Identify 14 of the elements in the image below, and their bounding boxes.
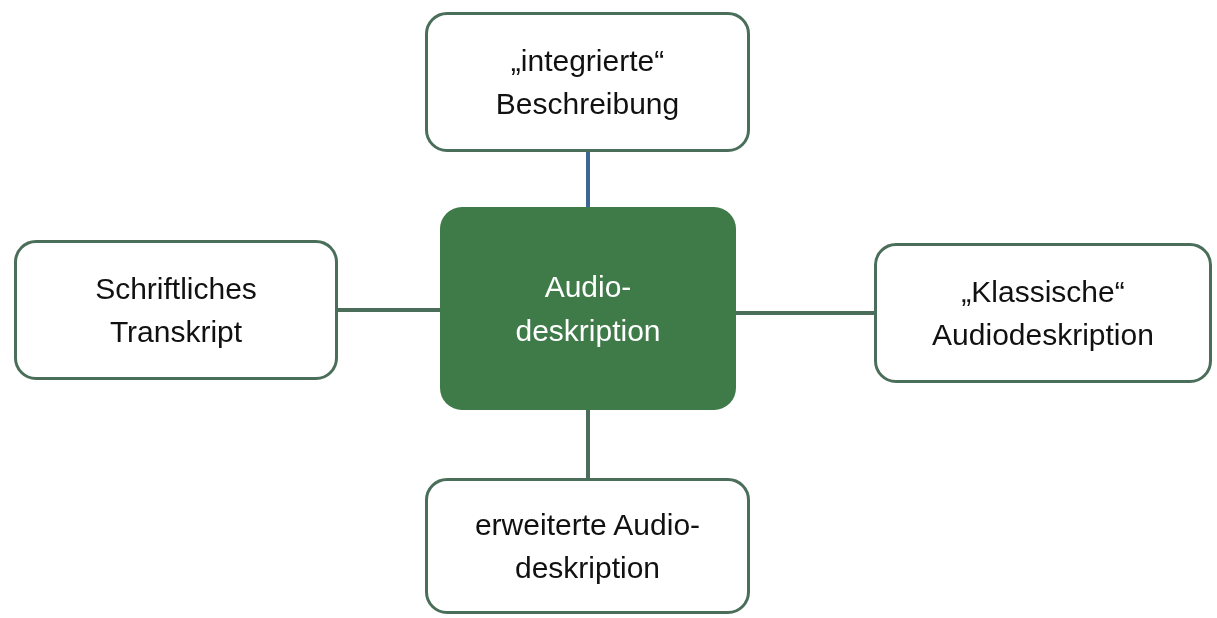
box-label: erweiterte Audio- deskription (473, 506, 702, 586)
box-label: Schriftliches Transkript (94, 270, 258, 350)
connector-line (586, 152, 590, 207)
central-topic-box (440, 207, 736, 410)
topic-box (425, 478, 750, 614)
topic-box (874, 243, 1212, 383)
box-label: „Klassische“ Audiodeskription (931, 273, 1155, 353)
connector-line (586, 410, 590, 478)
connector-line (338, 308, 440, 312)
topic-box (14, 240, 338, 380)
box-label: Audio- deskription (514, 269, 662, 349)
connector-line (736, 311, 874, 315)
box-label: „integrierte“ Beschreibung (494, 42, 681, 122)
topic-box (425, 12, 750, 152)
